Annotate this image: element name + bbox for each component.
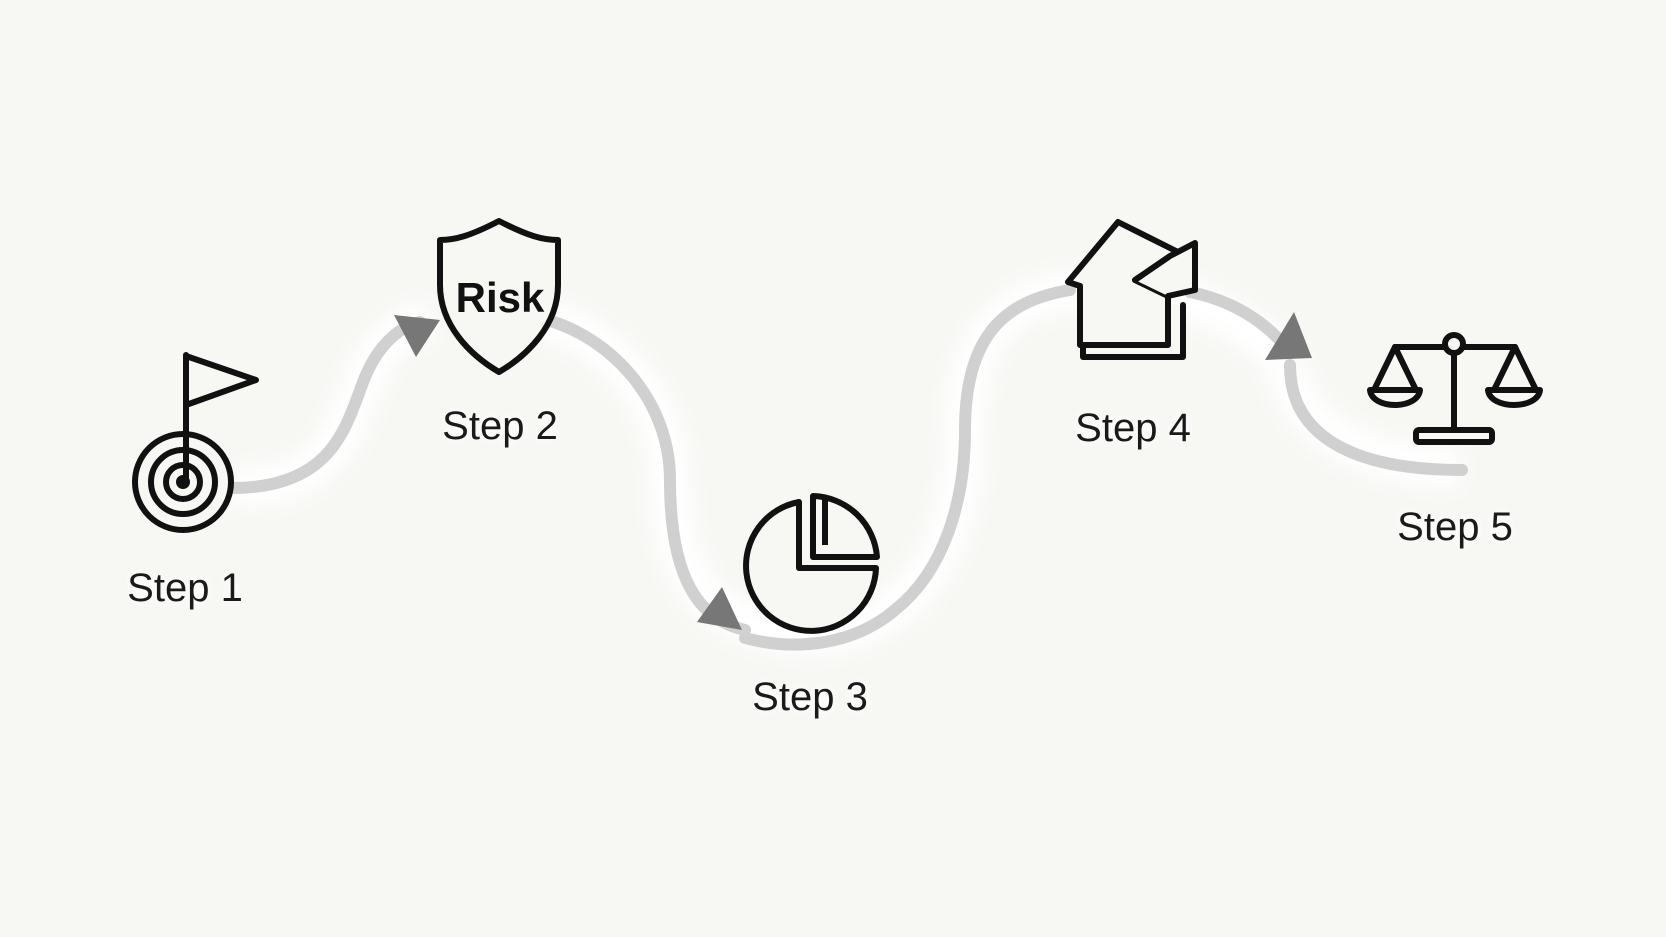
step-4-label: Step 4 [1075, 406, 1191, 450]
target-flag-icon [132, 352, 259, 533]
step-1-label: Step 1 [127, 566, 243, 610]
shield-icon: Risk [437, 218, 561, 375]
step-2-label: Step 2 [442, 404, 558, 448]
balance-scale-icon [1367, 332, 1543, 445]
connector-step1-step2 [226, 316, 426, 494]
arrowhead-to-step2 [394, 315, 440, 357]
connector-step3-step4 [739, 284, 1076, 651]
shield-icon-text: Risk [456, 274, 545, 321]
arrowhead-to-step3 [697, 587, 742, 630]
house-icon [1065, 219, 1198, 360]
step-3-label: Step 3 [752, 675, 868, 719]
step-5-label: Step 5 [1397, 505, 1513, 549]
pie-chart-icon [743, 493, 880, 634]
connector-step4-step5 [1284, 359, 1468, 476]
arrowhead-to-step5 [1265, 312, 1312, 360]
